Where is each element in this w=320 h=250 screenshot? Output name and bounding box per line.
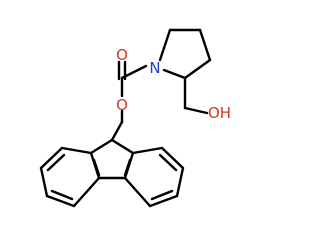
bond-l-inner-c <box>92 158 101 177</box>
bond-r4 <box>148 194 179 208</box>
bond-l3 <box>39 166 49 198</box>
bond-r-inner-b <box>150 189 174 201</box>
bond-l4 <box>45 194 76 208</box>
bond-r-inner-c <box>123 158 132 177</box>
bond-r1 <box>131 146 164 155</box>
bond-l5 <box>72 176 101 208</box>
bond-r3 <box>175 166 185 198</box>
bond-c9-c8a <box>110 138 135 155</box>
bond-c9-c9a <box>89 138 114 155</box>
atom-n-label: N <box>149 59 160 77</box>
bond-l-inner-b <box>50 189 74 201</box>
bond-c4-c3 <box>198 28 212 62</box>
molecule-drawing: N O O OH <box>39 28 231 208</box>
bond-l1 <box>60 146 93 155</box>
bond-n-c5 <box>158 28 172 62</box>
bond-r-inner-a <box>158 153 178 172</box>
bond-c2-n <box>162 68 187 80</box>
atom-labels: N O O OH <box>116 46 231 122</box>
bond-ch2-c9 <box>110 120 124 142</box>
bond-r2 <box>160 146 185 170</box>
structure-canvas: N O O OH <box>39 28 231 208</box>
bonds <box>39 28 212 208</box>
bond-c3-c2 <box>183 58 212 80</box>
atom-o-carbonyl-label: O <box>116 46 128 64</box>
bond-l-inner-a <box>46 153 66 172</box>
atom-o-ester-label: O <box>116 96 128 114</box>
bond-r5 <box>123 176 152 208</box>
bond-ch2-oh <box>183 106 209 115</box>
bond-l2 <box>39 146 64 170</box>
atom-oh-label: OH <box>208 104 231 122</box>
